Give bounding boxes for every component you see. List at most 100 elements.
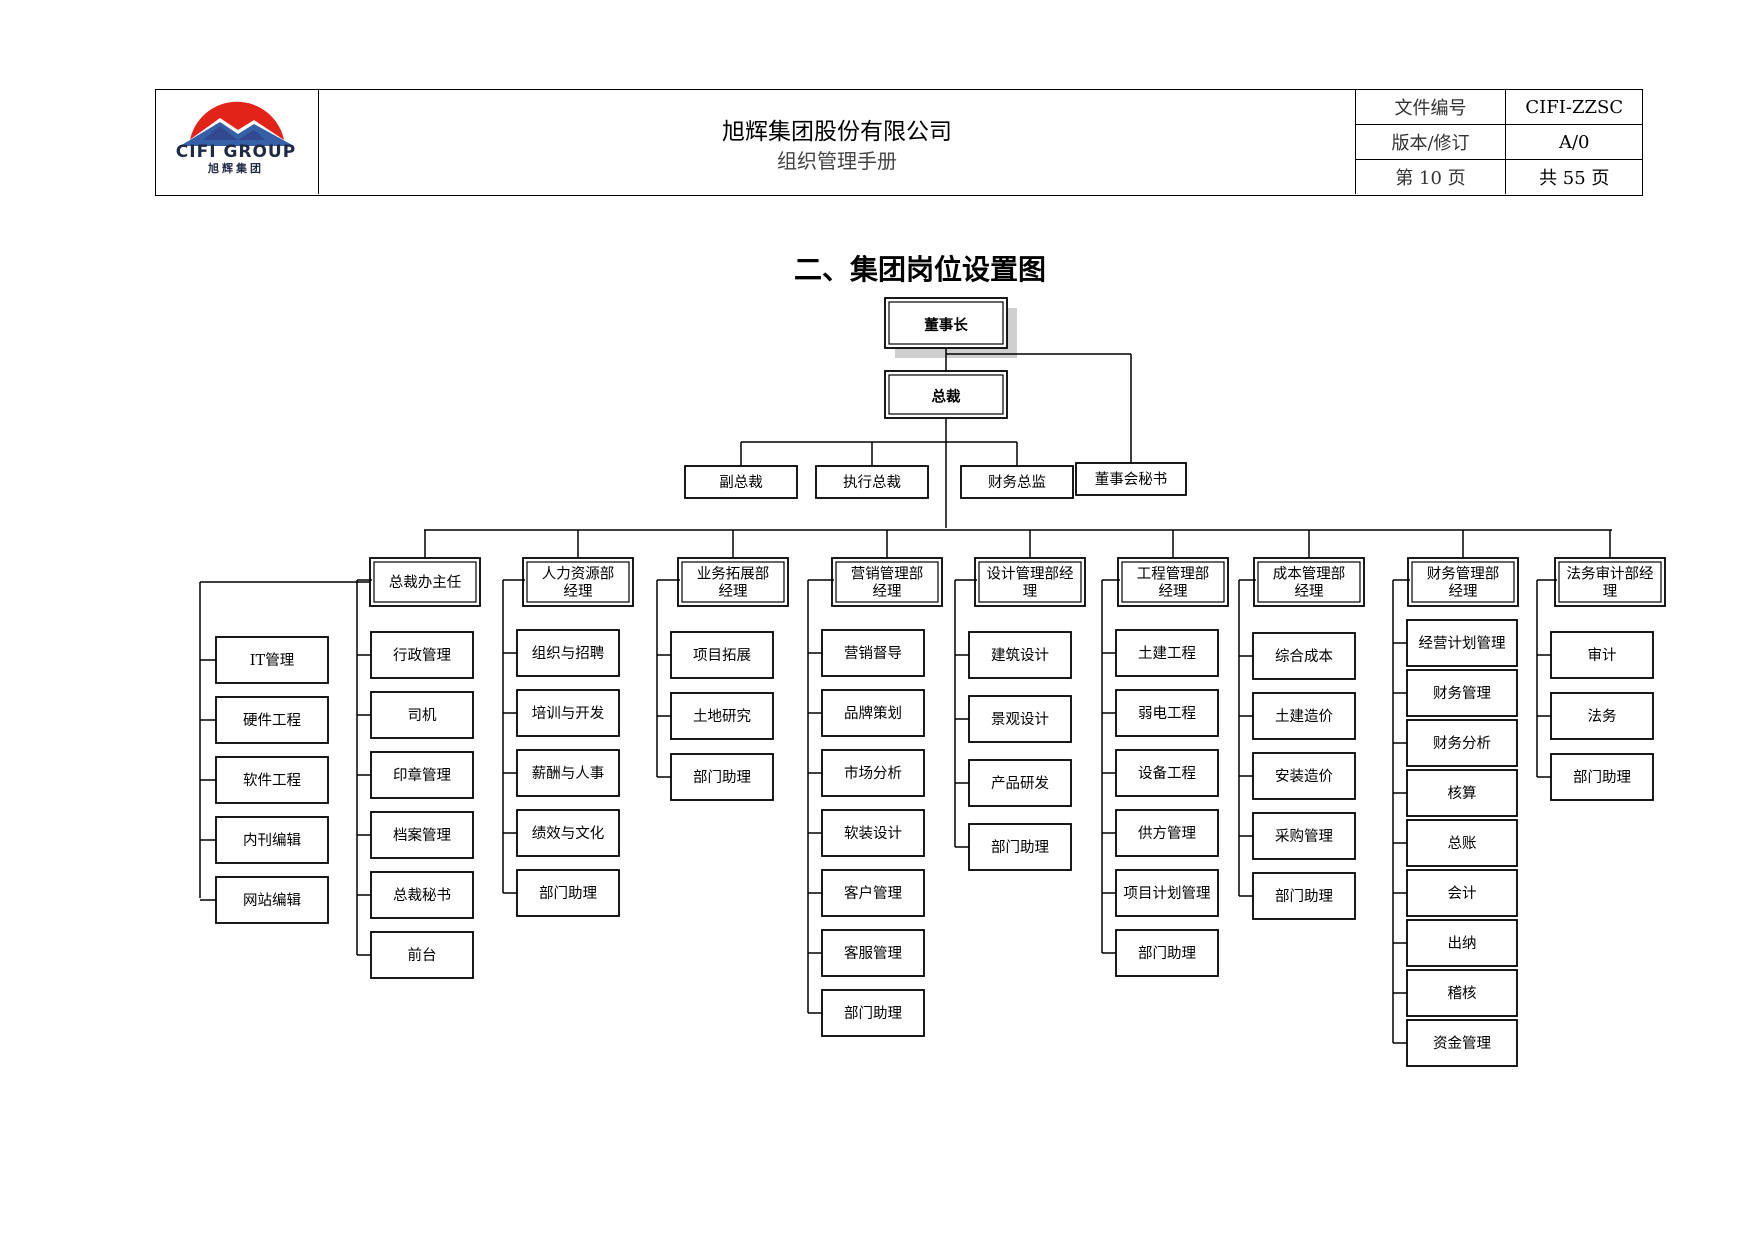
it-position-box: 网站编辑 — [215, 876, 329, 924]
box-frame — [215, 696, 329, 744]
box-frame — [1554, 557, 1666, 607]
box-inner-frame — [835, 561, 939, 603]
box-frame — [821, 869, 925, 917]
box-label: 客服管理 — [844, 945, 902, 962]
position-box: 财务分析 — [1406, 719, 1518, 767]
chart-title: 二、集团岗位设置图 — [793, 253, 1046, 286]
box-frame — [974, 557, 1086, 607]
position-box: 综合成本 — [1252, 632, 1356, 680]
box-label: 行政管理 — [393, 647, 451, 664]
position-box: 采购管理 — [1252, 812, 1356, 860]
it-position-box: 硬件工程 — [215, 696, 329, 744]
box-label: 法务 — [1588, 708, 1617, 725]
box-label: 部门助理 — [693, 769, 751, 786]
position-box: 品牌策划 — [821, 689, 925, 737]
box-label: 经理 — [564, 583, 593, 600]
meta-row-version: 版本/修订 A/0 — [1355, 124, 1643, 160]
box-frame — [821, 689, 925, 737]
box-label: 软件工程 — [243, 772, 301, 789]
box-label: 总裁 — [932, 387, 961, 405]
box-label: 财务管理 — [1433, 685, 1491, 702]
box-label: 安装造价 — [1275, 768, 1333, 785]
box-label: 部门助理 — [991, 839, 1049, 856]
manual-name: 组织管理手册 — [777, 149, 897, 173]
executive-box: 财务总监 — [960, 465, 1074, 499]
box-label: 理 — [1023, 584, 1038, 600]
president-box: 总裁 — [884, 370, 1008, 419]
meta-label: 文件编号 — [1355, 90, 1506, 125]
box-inner-frame — [978, 561, 1082, 603]
position-box: 部门助理 — [516, 869, 620, 917]
box-frame — [815, 465, 929, 499]
box-label: 项目计划管理 — [1124, 885, 1211, 902]
logo-text-en: CIFI GROUP — [175, 142, 297, 162]
box-label: 档案管理 — [393, 826, 451, 844]
box-label: 核算 — [1448, 785, 1477, 802]
box-frame — [960, 465, 1074, 499]
box-frame — [677, 557, 789, 607]
it-position-box: IT管理 — [215, 636, 329, 684]
box-label: 业务拓展部 — [697, 565, 770, 582]
box-label: 出纳 — [1448, 935, 1477, 952]
position-box: 设备工程 — [1115, 749, 1219, 797]
box-label: 财务总监 — [988, 474, 1046, 491]
position-box: 土建造价 — [1252, 692, 1356, 740]
position-box: 审计 — [1550, 631, 1654, 679]
box-frame — [522, 557, 634, 607]
box-frame — [1252, 872, 1356, 920]
box-frame — [968, 695, 1072, 743]
position-box: 客服管理 — [821, 929, 925, 977]
position-box: 总裁秘书 — [370, 871, 474, 919]
box-label: 设备工程 — [1138, 765, 1196, 782]
box-frame — [968, 759, 1072, 807]
box-label: 客户管理 — [844, 885, 902, 902]
position-box: 薪酬与人事 — [516, 749, 620, 797]
box-label: 营销督导 — [844, 645, 902, 662]
box-frame — [1550, 753, 1654, 801]
position-box: 营销督导 — [821, 629, 925, 677]
box-frame — [821, 989, 925, 1037]
box-inner-frame — [373, 561, 477, 603]
box-frame — [821, 749, 925, 797]
box-frame — [670, 631, 774, 679]
box-frame — [1406, 969, 1518, 1017]
box-label: 土地研究 — [693, 708, 751, 725]
box-frame — [821, 629, 925, 677]
box-frame — [1075, 462, 1187, 496]
position-box: 市场分析 — [821, 749, 925, 797]
box-label: 经理 — [1295, 583, 1324, 600]
meta-value: A/0 — [1505, 124, 1643, 160]
box-label: 理 — [1603, 584, 1618, 600]
box-inner-frame — [1257, 561, 1361, 603]
box-frame — [831, 557, 943, 607]
box-label: 人力资源部 — [542, 565, 615, 582]
position-box: 部门助理 — [670, 753, 774, 801]
position-box: 部门助理 — [1252, 872, 1356, 920]
position-box: 组织与招聘 — [516, 629, 620, 677]
box-frame — [1115, 869, 1219, 917]
company-logo-icon — [180, 101, 294, 146]
position-box: 建筑设计 — [968, 631, 1072, 679]
box-frame — [215, 816, 329, 864]
box-label: 总裁秘书 — [393, 887, 451, 904]
box-frame — [1406, 819, 1518, 867]
position-box: 土建工程 — [1115, 629, 1219, 677]
box-label: 培训与开发 — [532, 705, 605, 722]
box-label: 总裁办主任 — [389, 574, 462, 591]
box-label: 董事会秘书 — [1095, 471, 1168, 488]
box-label: 经理 — [1449, 583, 1478, 600]
box-inner-frame — [1411, 561, 1515, 603]
box-frame — [1406, 1019, 1518, 1067]
box-label: 工程管理部 — [1137, 565, 1210, 582]
title-cell: 旭辉集团股份有限公司 组织管理手册 — [319, 90, 1355, 194]
box-frame — [670, 753, 774, 801]
box-frame — [684, 465, 798, 499]
box-frame — [1115, 929, 1219, 977]
position-box: 经营计划管理 — [1406, 619, 1518, 667]
box-frame — [968, 823, 1072, 871]
box-label: 财务分析 — [1433, 735, 1491, 752]
box-frame — [821, 929, 925, 977]
